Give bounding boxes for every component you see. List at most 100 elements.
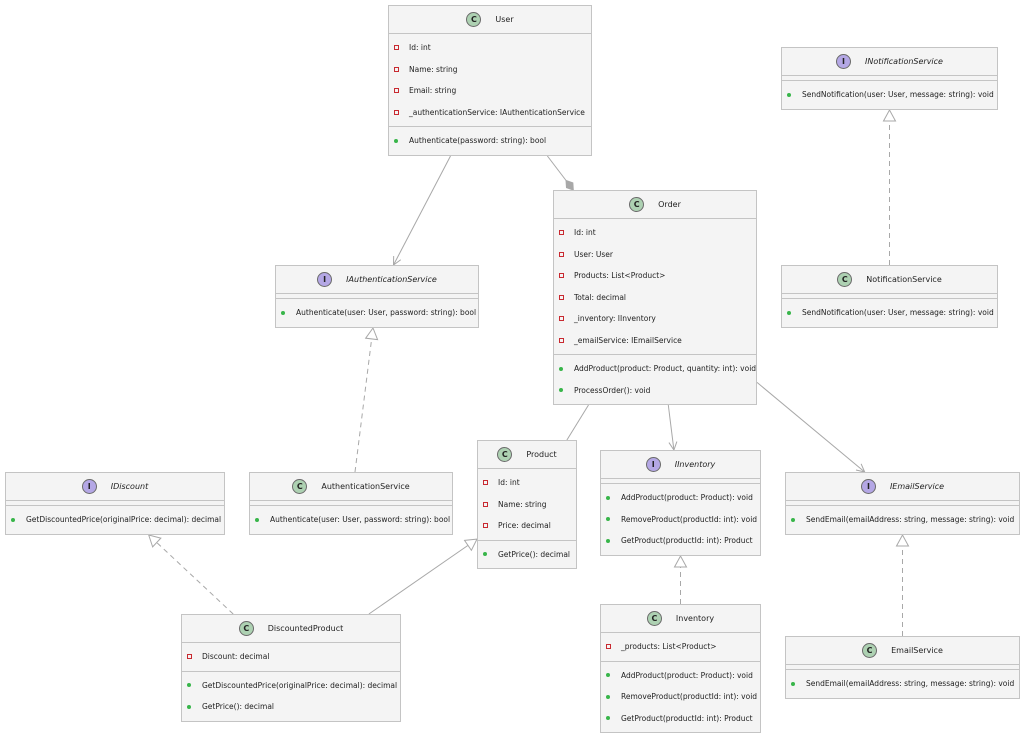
member-text: Authenticate(user: User, password: strin… [270,515,451,525]
public-icon [483,552,487,557]
member-text: Authenticate(password: string): bool [409,136,547,146]
member-text: Id: int [409,43,431,53]
member-text: GetPrice(): decimal [498,549,570,559]
member-text: GetPrice(): decimal [202,702,274,712]
member-text: Id: int [574,228,596,238]
member-text: Authenticate(user: User, password: strin… [296,308,477,318]
field-row: _emailService: IEmailService [554,330,756,352]
method-row: AddProduct(product: Product): void [601,665,760,687]
relation-user-to-order [547,155,574,191]
public-icon [394,138,398,143]
fields-section [601,479,760,484]
class-name: IEmailService [889,482,945,491]
class-name: IInventory [674,460,716,469]
private-icon [394,45,399,51]
class-icon: C [238,621,254,636]
private-icon [559,273,564,279]
field-row: Email: string [389,80,591,102]
methods-section: SendNotification(user: User, message: st… [782,81,997,109]
relation-authentication-service-to-iauthentication-service [354,326,379,473]
method-row: SendEmail(emailAddress: string, message:… [786,509,1019,531]
private-icon [559,316,564,322]
class-name: NotificationService [866,275,942,284]
member-text: RemoveProduct(productId: int): void [621,514,758,524]
fields-section [782,294,997,299]
public-icon [255,517,259,522]
class-header: I IEmailService [786,473,1019,501]
field-row: _authenticationService: IAuthenticationS… [389,102,591,124]
fields-section: _products: List<Product> [601,633,760,662]
public-icon [187,704,191,709]
member-text: GetDiscountedPrice(originalPrice: decima… [26,515,222,525]
interface-icon: I [860,479,876,494]
class-name: DiscountedProduct [267,624,344,633]
interface-icon: I [317,272,333,287]
member-text: Price: decimal [498,521,551,531]
field-row: _inventory: IInventory [554,308,756,330]
method-row: Authenticate(user: User, password: strin… [276,302,478,324]
class-icon: C [629,197,645,212]
class-icon: C [862,643,878,658]
member-text: Total: decimal [574,292,626,302]
method-row: AddProduct(product: Product, quantity: i… [554,358,756,380]
public-icon [559,366,563,371]
public-icon [606,673,610,678]
class-name: IAuthenticationService [346,275,437,284]
method-row: ProcessOrder(): void [554,380,756,402]
member-text: Products: List<Product> [574,271,666,281]
private-icon [394,66,399,72]
class-name: Product [526,450,557,459]
class-name: EmailService [891,646,943,655]
member-text: _authenticationService: IAuthenticationS… [409,107,585,117]
field-row: _products: List<Product> [601,636,760,658]
method-row: SendNotification(user: User, message: st… [782,84,997,106]
fields-section [782,76,997,81]
member-text: Name: string [409,64,458,74]
method-row: RemoveProduct(productId: int): void [601,686,760,708]
member-text: AddProduct(product: Product): void [621,670,753,680]
field-row: Name: string [478,494,576,516]
public-icon [787,92,791,97]
method-row: Authenticate(password: string): bool [389,130,591,152]
relation-order-to-product [566,404,589,441]
interface-icon: I [645,457,661,472]
method-row: SendNotification(user: User, message: st… [782,302,997,324]
member-text: GetProduct(productId: int): Product [621,713,753,723]
method-row: GetDiscountedPrice(originalPrice: decima… [182,675,400,697]
class-icon: C [466,12,482,27]
private-icon [606,644,611,650]
member-text: Name: string [498,499,547,509]
fields-section: Discount: decimal [182,643,400,672]
methods-section: Authenticate(password: string): bool [389,127,591,155]
private-icon [559,337,564,343]
private-icon [394,88,399,94]
field-row: Discount: decimal [182,646,400,668]
method-row: GetDiscountedPrice(originalPrice: decima… [6,509,224,531]
public-icon [187,683,191,688]
private-icon [559,294,564,300]
methods-section: GetDiscountedPrice(originalPrice: decima… [182,672,400,721]
member-text: ProcessOrder(): void [574,385,651,395]
member-text: SendEmail(emailAddress: string, message:… [806,679,1015,689]
fields-section [786,501,1019,506]
private-icon [559,251,564,257]
method-row: GetProduct(productId: int): Product [601,530,760,552]
field-row: Price: decimal [478,515,576,537]
relation-discounted-product-to-idiscount [147,534,234,615]
class-header: C DiscountedProduct [182,615,400,643]
class-name: Inventory [675,614,715,623]
